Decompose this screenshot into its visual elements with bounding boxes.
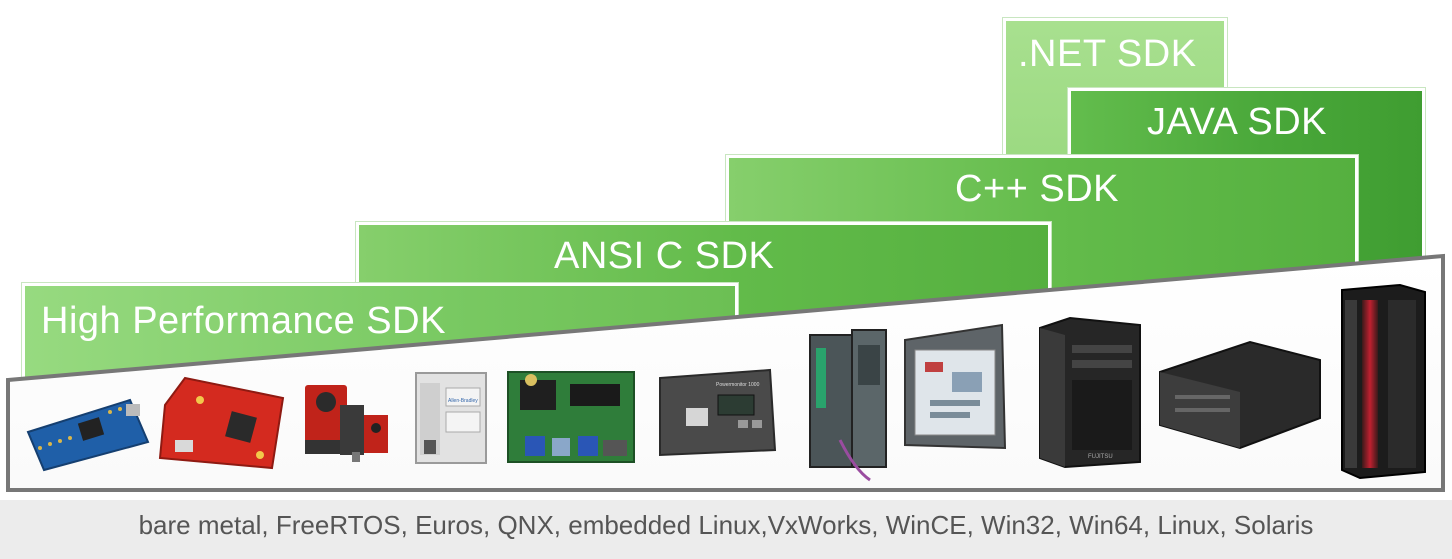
red-dev-board-device: [158, 376, 285, 470]
powermonitor-label: Powermonitor 1000: [716, 382, 760, 388]
net-sdk-label: .NET SDK: [1018, 33, 1197, 75]
sensor-devices: [305, 385, 388, 462]
mainframe-device: [1341, 283, 1426, 480]
tower-brand-label: FUJITSU: [1088, 454, 1113, 460]
ansi-c-sdk-label: ANSI C SDK: [554, 235, 775, 277]
high-performance-sdk-label: High Performance SDK: [41, 300, 446, 342]
rack-plc-device: [809, 329, 887, 482]
hmi-panel-device: [904, 323, 1007, 450]
rack-server-device: [1159, 340, 1321, 450]
arduino-nano-device: [26, 398, 150, 472]
java-sdk-label: JAVA SDK: [1147, 101, 1327, 143]
plc-brand-label: Allen-Bradley: [448, 398, 478, 404]
powermonitor-device: Powermonitor 1000: [659, 368, 777, 457]
cpp-sdk-label: C++ SDK: [955, 168, 1120, 210]
platforms-bar: [0, 500, 1452, 559]
tower-pc-device: FUJITSU: [1039, 316, 1141, 469]
green-mainboard-device: [507, 371, 635, 463]
plc-controller-device: Allen-Bradley: [415, 372, 487, 464]
platforms-list: bare metal, FreeRTOS, Euros, QNX, embedd…: [138, 510, 1314, 540]
